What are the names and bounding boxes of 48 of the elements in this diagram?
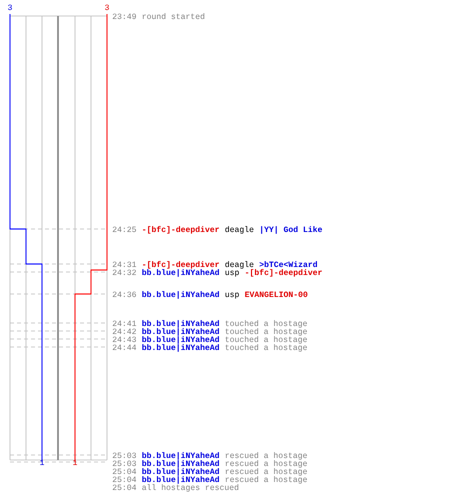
event-text: round started — [142, 13, 204, 20]
player-name: bb.blue|iNYaheAd — [142, 476, 219, 484]
player-name: |YY| God Like — [261, 226, 322, 234]
event-text: touched a hostage — [226, 328, 307, 336]
event-text: rescued a hostage — [226, 468, 307, 476]
player-name: bb.blue|iNYaheAd — [142, 328, 219, 336]
player-count: 1 — [40, 460, 44, 465]
weapon-name: deagle — [225, 226, 254, 234]
timestamp: 25:03 — [112, 452, 136, 458]
timestamp: 25:04 — [112, 468, 136, 474]
event-text: rescued a hostage — [226, 476, 307, 484]
timestamp: 24:25 — [112, 226, 136, 232]
player-name: bb.blue|iNYaheAd — [142, 291, 219, 299]
event-text: touched a hostage — [226, 344, 307, 352]
player-name: bb.blue|iNYaheAd — [142, 460, 219, 468]
player-count: 1 — [73, 460, 78, 465]
timestamp: 24:31 — [112, 262, 136, 268]
timestamp: 24:36 — [112, 292, 136, 298]
event-text: touched a hostage — [226, 320, 307, 328]
timestamp: 24:32 — [112, 270, 136, 276]
timestamp: 25:04 — [112, 476, 136, 482]
player-name: -[bfc]-deepdiver — [143, 261, 219, 269]
timestamp: 24:41 — [112, 320, 136, 326]
player-name: EVANGELION-00 — [245, 292, 308, 298]
player-name: bb.blue|iNYaheAd — [142, 320, 219, 328]
timestamp: 24:43 — [112, 336, 136, 342]
player-count: 3 — [8, 4, 12, 10]
player-name: bb.blue|iNYaheAd — [142, 269, 219, 277]
timestamp: 24:44 — [112, 344, 136, 350]
player-count: 3 — [105, 4, 109, 10]
player-name: bb.blue|iNYaheAd — [142, 344, 219, 352]
timestamp: 25:04 — [112, 484, 136, 490]
timestamp: 25:03 — [112, 460, 136, 466]
weapon-name: usp — [226, 292, 239, 299]
event-text: touched a hostage — [226, 336, 307, 344]
player-name: bb.blue|iNYaheAd — [142, 336, 219, 344]
player-name: >bTCe<Wizard — [260, 261, 317, 268]
weapon-name: usp — [226, 270, 239, 277]
weapon-name: deagle — [225, 261, 254, 269]
player-name: -[bfc]-deepdiver — [246, 269, 322, 277]
player-name: -[bfc]-deepdiver — [143, 226, 219, 234]
event-text: rescued a hostage — [226, 460, 307, 468]
timestamp: 24:42 — [112, 328, 136, 334]
timestamp: 23:49 — [112, 14, 136, 20]
event-text: rescued a hostage — [226, 452, 307, 460]
event-text: all hostages rescued — [142, 484, 238, 492]
player-name: bb.blue|iNYaheAd — [142, 452, 219, 460]
player-name: bb.blue|iNYaheAd — [142, 468, 219, 476]
